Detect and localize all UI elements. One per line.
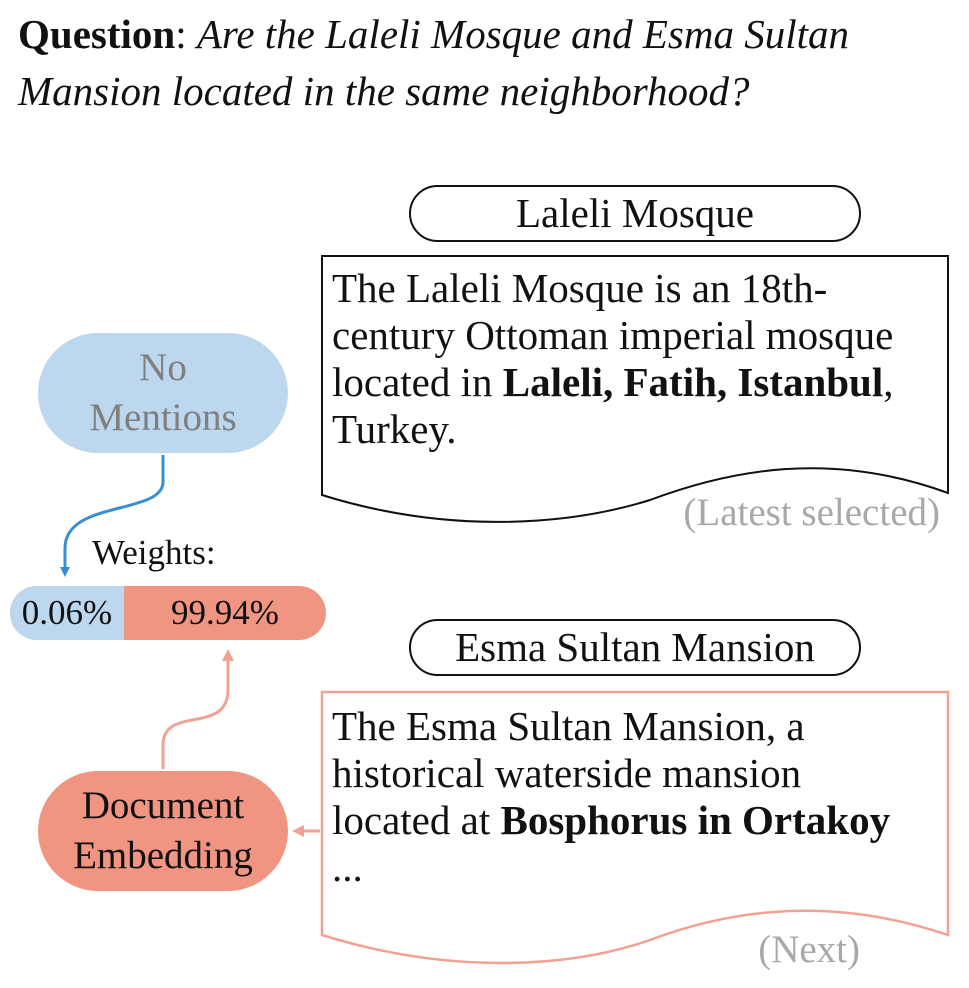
doc1-text-bold: Laleli, Fatih, Istanbul	[502, 359, 884, 405]
no-mentions-arrow	[60, 455, 165, 577]
weights-bar	[10, 586, 326, 640]
no-mentions-label: No Mentions	[38, 343, 288, 443]
doc2-text-bold: Bosphorus in Ortakoy	[500, 797, 891, 843]
document-embedding-node	[38, 771, 288, 891]
weights-no-mentions-value: 0.06%	[21, 593, 113, 632]
doc2-body: The Esma Sultan Mansion, a historical wa…	[332, 703, 892, 891]
doc1-title-pill	[409, 185, 861, 242]
doc1-status: (Latest selected)	[683, 491, 940, 534]
no-mentions-node	[38, 333, 288, 453]
question-label: Question	[18, 11, 176, 57]
weights-bar-no-mentions-segment	[10, 586, 124, 640]
doc2-title-pill	[409, 619, 861, 676]
no-mentions-line2: Mentions	[89, 396, 237, 439]
document-embedding-line2: Embedding	[73, 834, 253, 877]
doc2-status: (Next)	[758, 928, 860, 971]
doc2-document-shape	[320, 690, 950, 965]
no-mentions-line1: No	[139, 346, 187, 389]
doc1-text-plain-1: The Laleli Mosque is an 18th-century Ott…	[332, 265, 894, 405]
doc1-document-shape	[321, 255, 949, 523]
doc1-text-plain-2: , Turkey.	[332, 359, 894, 452]
question-body: Are the Laleli Mosque and Esma Sultan Ma…	[18, 11, 849, 114]
embedding-arrow	[161, 649, 234, 769]
document-embedding-label: Document Embedding	[38, 781, 288, 881]
question-text: Question: Are the Laleli Mosque and Esma…	[18, 6, 963, 120]
doc1-title: Laleli Mosque	[516, 190, 754, 236]
doc2-title: Esma Sultan Mansion	[455, 624, 815, 670]
question-separator: :	[175, 11, 197, 57]
document-embedding-line1: Document	[81, 784, 245, 827]
weights-label: Weights:	[92, 533, 216, 572]
doc2-text-plain-2: ...	[332, 797, 911, 890]
doc1-body: The Laleli Mosque is an 18th-century Ott…	[332, 265, 942, 453]
doc2-text-plain-1: The Esma Sultan Mansion, a historical wa…	[332, 703, 815, 843]
weights-embedding-value: 99.94%	[171, 593, 279, 632]
